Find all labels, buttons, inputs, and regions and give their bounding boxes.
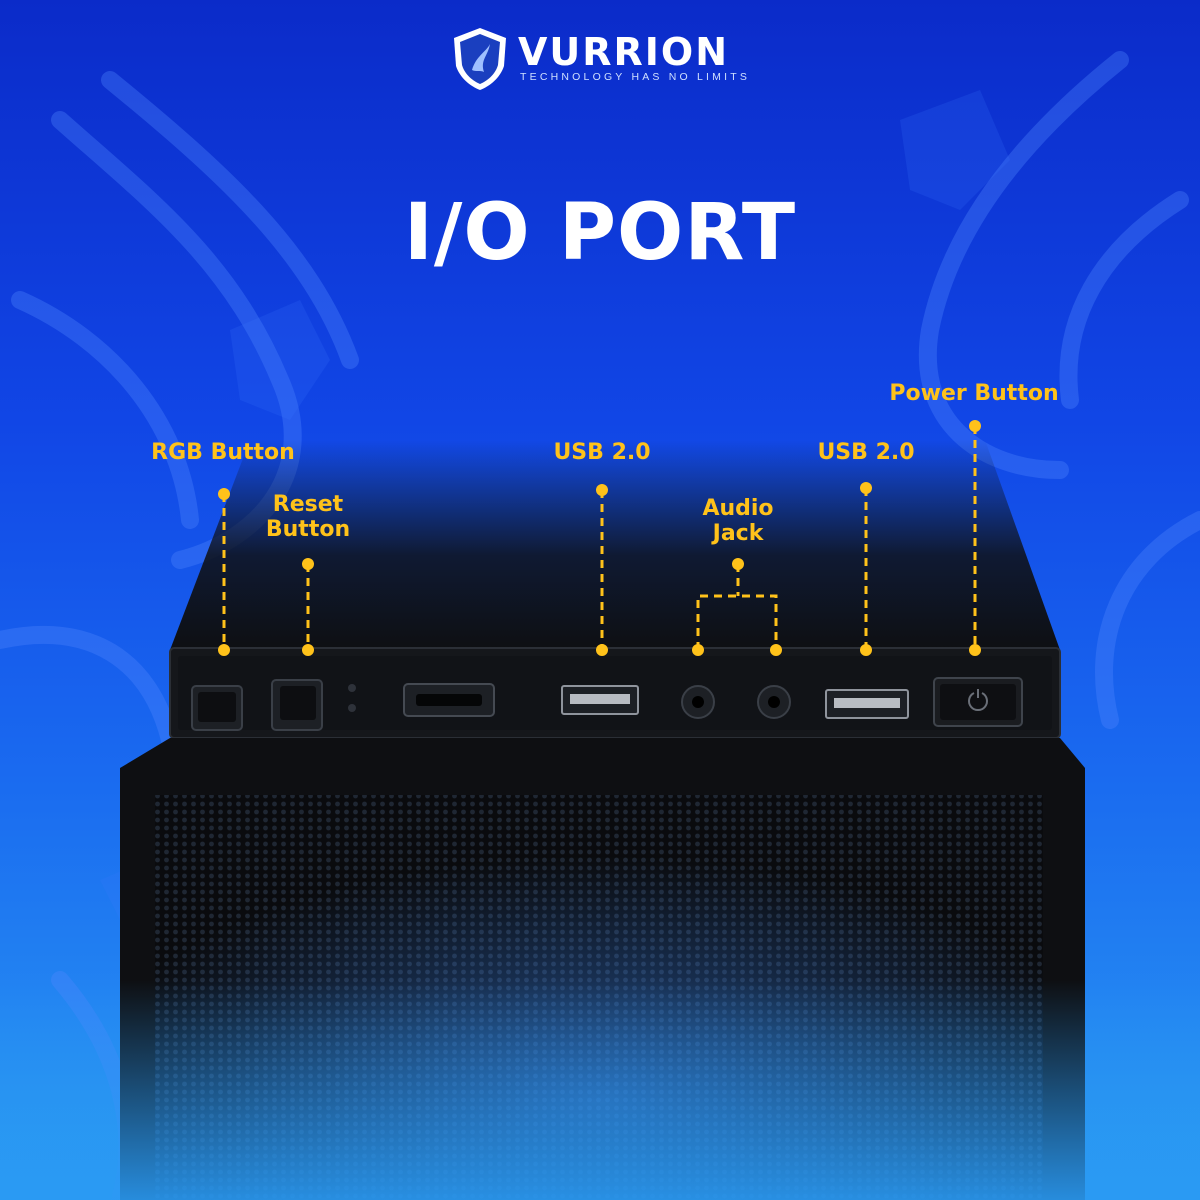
usb-2-port-left (561, 685, 639, 715)
usb-2-port-right (825, 689, 909, 719)
brand-name: VURRION (518, 30, 730, 74)
brand-tagline: TECHNOLOGY HAS NO LIMITS (520, 71, 751, 83)
rgb-button (191, 685, 243, 731)
power-label-text: Power Button (889, 381, 1059, 406)
rgb-button-label-text: RGB Button (151, 440, 295, 465)
audio-label-line2: Jack (712, 521, 764, 546)
usb-right-label-text: USB 2.0 (817, 440, 915, 465)
power-button (933, 677, 1023, 727)
reset-label-line1: Reset (272, 492, 344, 517)
hdd-led-indicator (348, 684, 356, 692)
page-title: I/O PORT (403, 188, 797, 278)
case-top-surface (170, 440, 1060, 650)
power-button-label: Power Button (874, 381, 1074, 406)
power-led-indicator (348, 704, 356, 712)
headphone-jack (757, 685, 791, 719)
usb-left-label: USB 2.0 (542, 440, 662, 465)
usb-left-label-text: USB 2.0 (553, 440, 651, 465)
dragon-shield-icon (454, 28, 506, 90)
rgb-button-label: RGB Button (138, 440, 308, 465)
audio-jack-label: Audio Jack (678, 496, 798, 546)
brand-logo: VURRION TECHNOLOGY HAS NO LIMITS (450, 24, 760, 94)
reset-button (271, 679, 323, 731)
reset-button-label: Reset Button (248, 492, 368, 542)
reset-label-line2: Button (265, 517, 351, 542)
usb-c-port (403, 683, 495, 717)
mic-jack (681, 685, 715, 719)
usb-right-label: USB 2.0 (806, 440, 926, 465)
audio-label-line1: Audio (702, 496, 774, 521)
